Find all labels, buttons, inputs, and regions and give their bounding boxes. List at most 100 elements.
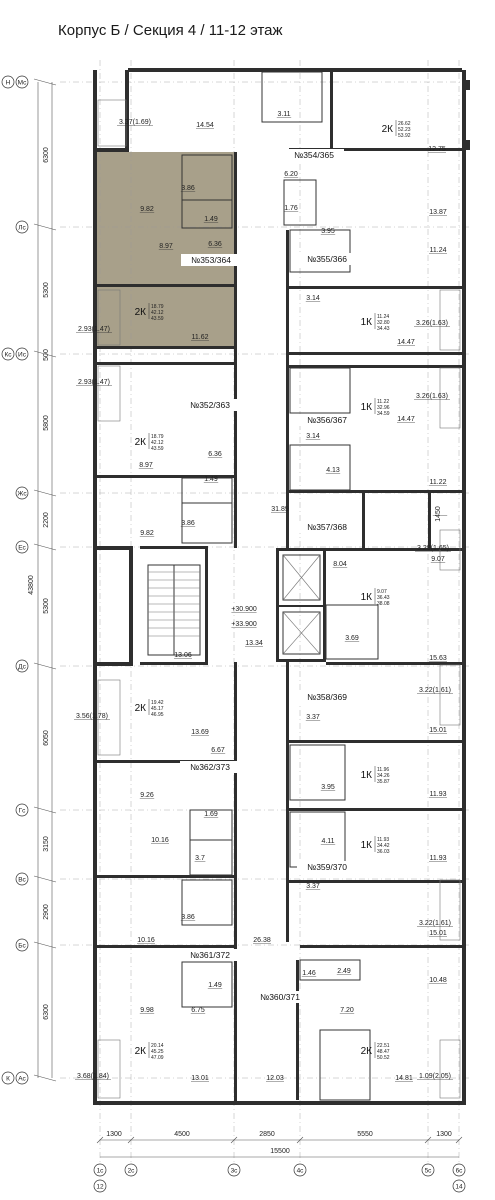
axis-bubble: [293, 1163, 307, 1177]
axis-bubble: [15, 540, 29, 554]
room-area: 3.69: [345, 635, 359, 642]
apartment-number-bg: [297, 861, 357, 873]
room-area: 1.49: [204, 476, 218, 483]
axis-label: Вс: [18, 877, 26, 884]
left-dimension-value: 6300: [43, 1004, 50, 1020]
room-area: 3.37: [306, 714, 320, 721]
apartment-type: 1К: [361, 840, 373, 851]
stairwell: [147, 564, 201, 656]
room-area: 6.75: [191, 1007, 205, 1014]
room-area: 6.67: [211, 747, 225, 754]
apartment-number-bg: [180, 949, 240, 961]
apartment-number-bg: [297, 253, 357, 265]
room-area: 1.09(2.05): [419, 1073, 451, 1080]
axis-bubble: [15, 220, 29, 234]
total-area: 34.43: [377, 326, 390, 332]
axis-bubble: [93, 1163, 107, 1177]
axis-label: Мс: [18, 80, 27, 87]
axis-bubble: [15, 75, 29, 89]
apartment-type: 2К: [382, 124, 394, 135]
dimension-tick: [33, 350, 57, 358]
room-area: 12.75: [428, 146, 446, 153]
dimension-tick: [33, 489, 57, 497]
apartment-number: №359/370: [307, 862, 347, 872]
bottom-dimensions: [100, 1139, 459, 1158]
room-area: 11.22: [430, 479, 447, 486]
room-area: 3.86: [181, 520, 195, 527]
room-area-labels: 3.37(1.69)14.543.1112.753.869.821.496.20…: [74, 111, 453, 1082]
dimension-tick: [230, 1136, 238, 1144]
axis-label: Лс: [18, 225, 26, 232]
apartment-type: 2К: [361, 1046, 373, 1057]
living-area: 9.07: [377, 589, 387, 595]
apartment-number: №358/369: [307, 692, 347, 702]
left-dimension-value: 2900: [43, 904, 50, 920]
apartment-area: 32.80: [377, 320, 390, 326]
axis-label: Ес: [18, 545, 26, 552]
total-area: 38.08: [377, 601, 390, 607]
room-area: 2.49: [337, 968, 351, 975]
dimension-tick: [33, 875, 57, 883]
bathrooms: [181, 71, 379, 1101]
apartment-number-bg: [181, 254, 241, 266]
room-area: 6.36: [208, 451, 222, 458]
room-area: 13.06: [174, 652, 192, 659]
apartment-area: 48.47: [377, 1049, 390, 1055]
bottom-dimension-value: 4500: [174, 1131, 190, 1138]
apartment-number: №353/364: [191, 255, 231, 265]
room-area: 1.46: [302, 970, 316, 977]
living-area: 11.24: [377, 314, 389, 320]
overall-bottom-dimension: 15500: [270, 1148, 290, 1155]
axis-bubble: [15, 938, 29, 952]
apartment-number-bg: [284, 149, 344, 161]
left-dimension-value: 500: [43, 349, 50, 361]
apartment-area: 45.17: [151, 706, 164, 712]
outer-walls: [93, 68, 470, 1105]
room-area: 31.89: [271, 506, 289, 513]
dimension-tick: [296, 1136, 304, 1144]
left-dimension-value: 5800: [43, 415, 50, 431]
axis-bubble: [15, 486, 29, 500]
axis-label: 12: [96, 1184, 104, 1191]
room-area: 10.16: [137, 937, 155, 944]
highlighted-apartment[interactable]: [96, 152, 236, 346]
room-area: 3.86: [181, 185, 195, 192]
dimension-tick: [424, 1136, 432, 1144]
room-area: 8.97: [139, 462, 153, 469]
living-area: 11.96: [377, 767, 389, 773]
apartment-type: 2К: [135, 437, 147, 448]
dimension-tick: [33, 223, 57, 231]
dimension-tick: [33, 543, 57, 551]
axis-label: 3с: [231, 1168, 239, 1175]
room-area: 2.93(1.47): [78, 326, 110, 333]
apartment-area: 45.25: [151, 1049, 164, 1055]
room-area: 14.54: [196, 122, 214, 129]
room-area: 1450: [435, 506, 442, 522]
room-area: 3.14: [306, 433, 320, 440]
apartment-number-bg: [180, 761, 240, 773]
dimension-tick: [455, 1136, 463, 1144]
room-area: +33.900: [231, 621, 257, 628]
room-area: 3.26(1.63): [416, 320, 448, 327]
room-area: 3.26(1.63): [416, 393, 448, 400]
dimension-tick: [33, 78, 57, 86]
axis-label: Жс: [17, 491, 27, 498]
total-area: 50.52: [377, 1055, 390, 1061]
partitions: [96, 72, 463, 1100]
axis-label: К: [6, 1076, 10, 1083]
left-dimension-value: 5300: [43, 282, 50, 298]
room-area: 8.97: [159, 243, 173, 250]
room-area: 15.63: [429, 655, 447, 662]
living-area: 11.22: [377, 399, 389, 405]
axis-label: 6с: [456, 1168, 464, 1175]
axis-bubble: [452, 1163, 466, 1177]
axis-label: Дс: [18, 664, 26, 671]
apartment-area: 42.12: [151, 440, 164, 446]
apartment-area: 36.43: [377, 595, 390, 601]
balconies: [97, 99, 461, 1099]
room-area: 1.49: [204, 216, 218, 223]
total-area: 46.95: [151, 712, 164, 718]
corridor-walls: [140, 152, 326, 1102]
living-area: 11.93: [377, 837, 389, 843]
room-area: +30.900: [231, 606, 257, 613]
